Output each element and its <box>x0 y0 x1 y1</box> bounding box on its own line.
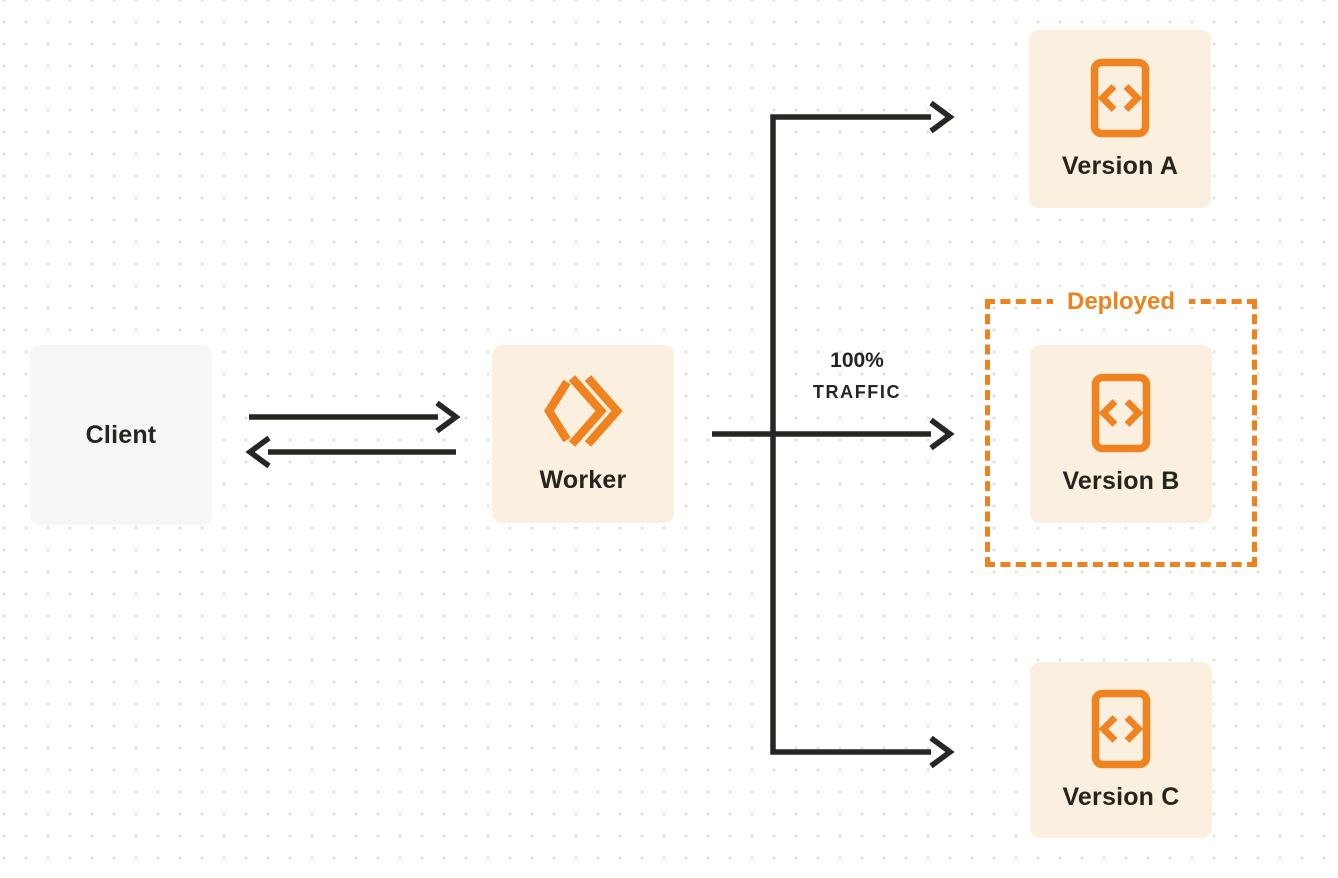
deployed-group: Deployed <box>985 287 1257 567</box>
deployed-label: Deployed <box>1052 287 1190 317</box>
code-file-icon <box>1091 689 1151 768</box>
worker-label: Worker <box>539 465 627 494</box>
node-worker: Worker <box>492 345 674 523</box>
arrow-client-to-worker <box>249 400 461 434</box>
version-a-label: Version A <box>1061 151 1179 180</box>
arrow-to-version-b <box>712 417 955 451</box>
arrow-to-version-a <box>929 100 955 134</box>
node-version-b: Version B <box>1030 345 1212 523</box>
cloudflare-workers-logo-icon <box>543 374 623 447</box>
arrow-worker-to-client <box>245 435 456 469</box>
version-b-label: Version B <box>1062 466 1180 495</box>
node-client: Client <box>30 345 212 525</box>
traffic-percent: 100% <box>830 349 884 372</box>
arrow-to-version-c <box>929 735 955 769</box>
code-file-icon <box>1091 373 1151 452</box>
branch-line <box>770 114 931 755</box>
version-c-label: Version C <box>1062 782 1180 811</box>
client-label: Client <box>85 420 157 449</box>
traffic-label: 100% TRAFFIC <box>789 349 925 402</box>
code-file-icon <box>1090 58 1150 137</box>
traffic-word: TRAFFIC <box>812 382 902 402</box>
node-version-c: Version C <box>1030 662 1212 838</box>
node-version-a: Version A <box>1029 30 1211 208</box>
